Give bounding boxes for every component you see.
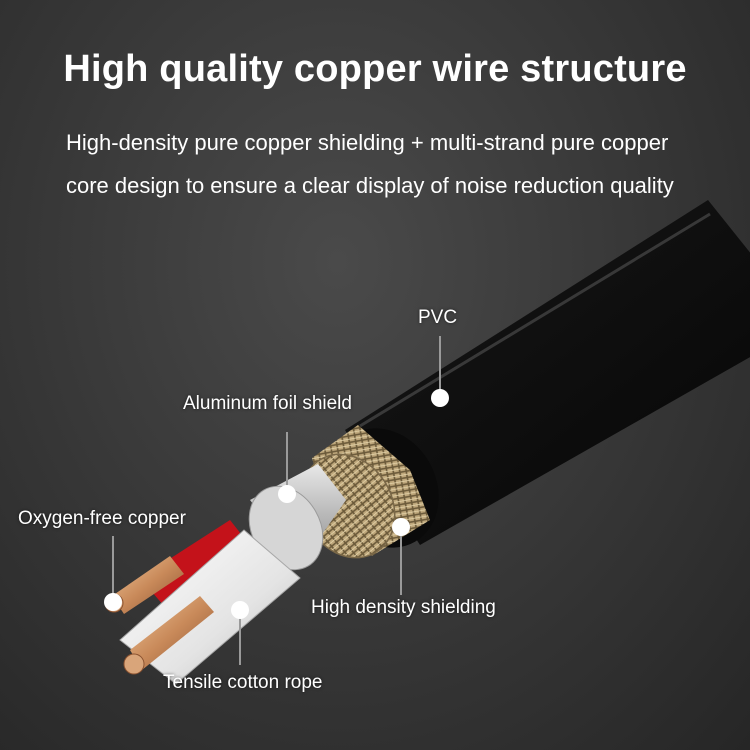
page-title: High quality copper wire structure [63,48,687,90]
label-high-density-shielding: High density shielding [311,597,496,618]
pvc-marker [431,389,449,407]
label-pvc: PVC [418,307,458,328]
tensile-cotton-rope-marker [231,601,249,619]
oxygen-free-copper-marker [104,593,122,611]
subtitle-line-1: High-density pure copper shielding + mul… [66,130,669,155]
high-density-shielding-marker [392,518,410,536]
aluminum-foil [248,464,346,571]
aluminum-foil-marker [278,485,296,503]
leader-lines [112,336,441,665]
label-oxygen-free-copper: Oxygen-free copper [18,508,186,529]
label-tensile-cotton-rope: Tensile cotton rope [163,672,323,693]
label-aluminum-foil-shield: Aluminum foil shield [183,393,352,414]
white-conductor [119,529,301,685]
subtitle-line-2: core design to ensure a clear display of… [66,173,674,198]
